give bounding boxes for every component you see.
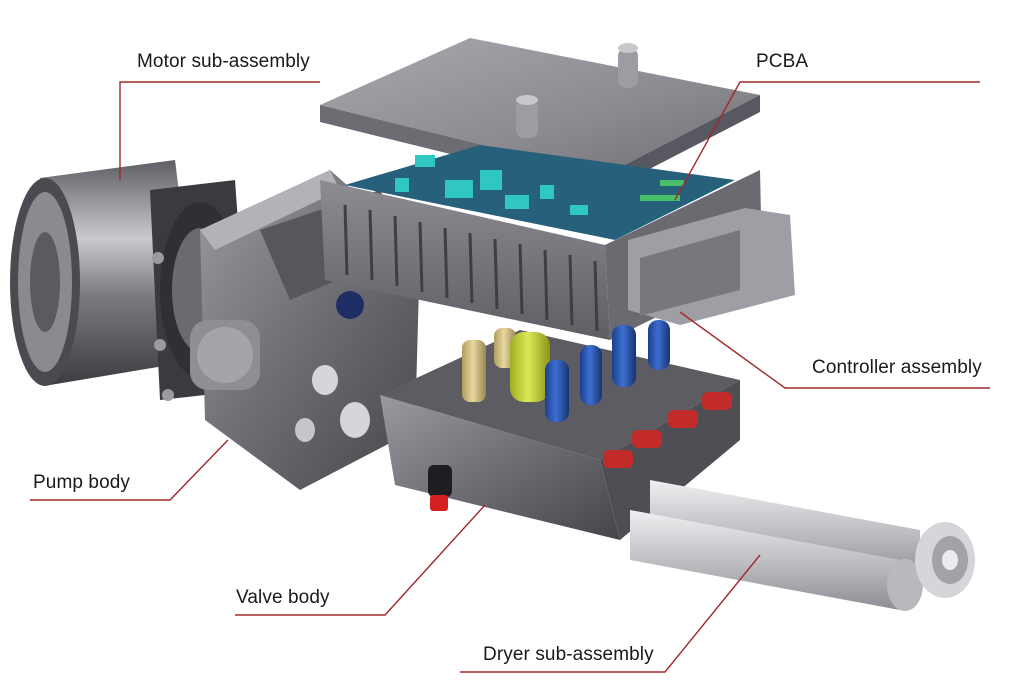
callout-controller-label: Controller assembly [812, 357, 982, 378]
leader-controller [679, 311, 990, 389]
callout-dryer-label: Dryer sub-assembly [483, 644, 654, 665]
leader-pcba [674, 81, 980, 201]
controller-housing [320, 170, 795, 340]
pcba [345, 145, 735, 240]
leader-motor [119, 81, 320, 180]
leader-lines [30, 81, 990, 673]
leader-dryer [460, 554, 761, 673]
leader-valve [235, 504, 486, 616]
leader-pump [30, 439, 229, 501]
callout-pump-label: Pump body [33, 472, 131, 493]
dryer-sub-assembly [630, 480, 975, 611]
callout-motor-label: Motor sub-assembly [137, 51, 310, 72]
callout-pcba-label: PCBA [756, 51, 809, 72]
valve-body [380, 320, 740, 540]
callout-valve-label: Valve body [236, 587, 330, 608]
